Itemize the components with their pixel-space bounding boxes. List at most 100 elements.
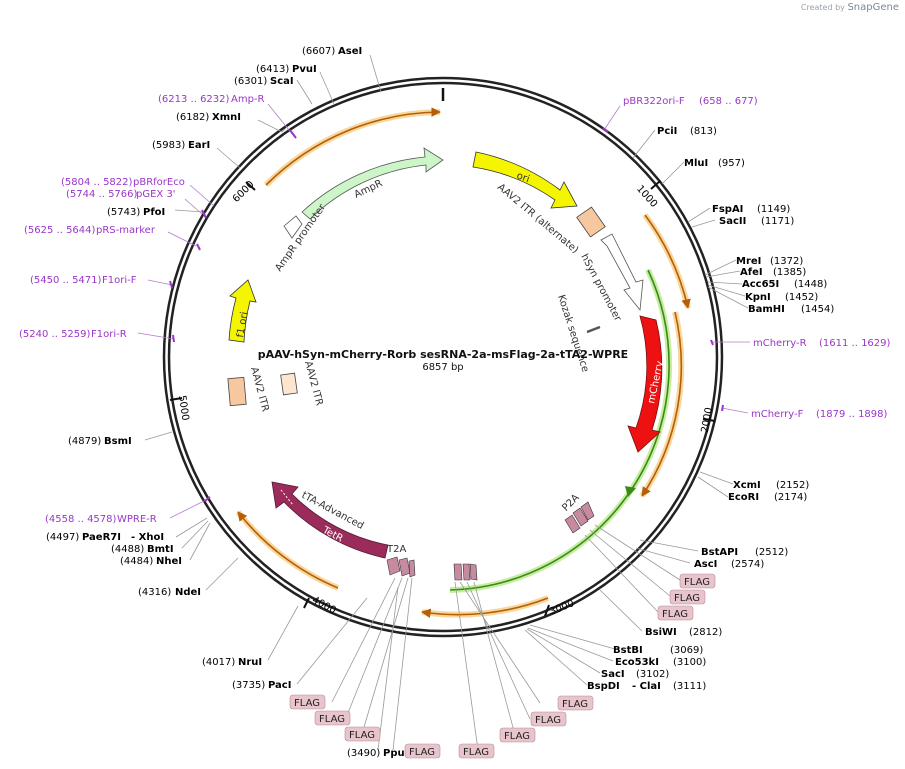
primer-name-ampr[interactable]: Amp-R — [231, 94, 265, 105]
ori-feature: ori — [472, 151, 578, 209]
flag-box[interactable]: FLAG — [499, 727, 536, 743]
site-name-scai[interactable]: ScaI — [270, 76, 294, 87]
site-name-bamhi[interactable]: BamHI — [748, 304, 785, 315]
primer-range-mcherryf: (1879 .. 1898) — [816, 409, 888, 420]
snapgene-credit: Created by SnapGene — [801, 2, 899, 13]
ampr-feature: AmpR AmpR promoter — [273, 147, 444, 274]
site-name-nhei[interactable]: NheI — [156, 556, 182, 567]
site-pos-nrui: (4017) — [202, 657, 235, 668]
backbone — [162, 76, 724, 638]
site-name-eco53ki[interactable]: Eco53kI — [615, 657, 659, 668]
primer-name-f1orif[interactable]: F1ori-F — [102, 275, 137, 286]
flag-box[interactable]: FLAG — [679, 573, 716, 589]
site-name-xmni[interactable]: XmnI — [212, 112, 241, 123]
site-pos-bsmi: (4879) — [68, 436, 101, 447]
flag-box[interactable]: FLAG — [314, 710, 351, 726]
site-name-afei[interactable]: AfeI — [740, 267, 763, 278]
site-name-asei[interactable]: AseI — [338, 46, 362, 57]
site-name-fspai[interactable]: FspAI — [712, 204, 743, 215]
f1-ori-label: f1 ori — [235, 311, 250, 339]
site-name-nrui[interactable]: NruI — [238, 657, 262, 668]
site-name-acc65i[interactable]: Acc65I — [742, 279, 779, 290]
site-name-asci[interactable]: AscI — [694, 559, 717, 570]
site-pos-afei: (1385) — [773, 267, 806, 278]
site-name-bsiwi[interactable]: BsiWI — [645, 627, 677, 638]
tetr-label: TetR — [320, 524, 345, 544]
site-name-xhoi[interactable]: - XhoI — [131, 532, 164, 543]
site-name-sacii[interactable]: SacII — [719, 216, 746, 227]
site-name-bsmi[interactable]: BsmI — [104, 436, 132, 447]
flag-label: FLAG — [504, 731, 530, 742]
snapgene-logo: SnapGene — [847, 2, 899, 13]
site-pos-bamhi: (1454) — [801, 304, 834, 315]
site-name-saci[interactable]: SacI — [601, 669, 625, 680]
primer-range-wprer: (4558 .. 4578) — [45, 514, 117, 525]
site-name-ppumi[interactable]: PpuMI — [383, 748, 418, 759]
site-leaders — [144, 54, 749, 751]
flag-box[interactable]: FLAG — [404, 743, 441, 759]
ori-label: ori — [515, 170, 531, 185]
site-name-mlui[interactable]: MluI — [684, 158, 708, 169]
tta-feature: tTA-Advanced TetR — [271, 481, 389, 559]
f1-ori-feature: f1 ori — [228, 279, 257, 343]
flag-label: FLAG — [674, 593, 700, 604]
site-name-mrei[interactable]: MreI — [736, 256, 761, 267]
site-name-eari[interactable]: EarI — [188, 140, 210, 151]
flag-box[interactable]: FLAG — [344, 726, 381, 742]
peptide-arrows: T2A P2A — [386, 492, 595, 581]
hsyn-promoter-feature: hSyn promoter — [578, 233, 644, 324]
flag-box[interactable]: FLAG — [669, 589, 706, 605]
primer-name-f1orir[interactable]: F1ori-R — [91, 329, 127, 340]
flag-box[interactable]: FLAG — [458, 743, 495, 759]
site-pos-scai: (6301) — [234, 76, 267, 87]
site-pos-xcmi: (2152) — [776, 480, 809, 491]
flag-box[interactable]: FLAG — [557, 695, 594, 711]
flag-label: FLAG — [349, 730, 375, 741]
primer-name-prsmarker[interactable]: pRS-marker — [96, 225, 156, 236]
primer-name-pgex3[interactable]: pGEX 3' — [136, 189, 176, 200]
site-name-bstbi[interactable]: BstBI — [613, 645, 643, 656]
flag-label: FLAG — [463, 747, 489, 758]
plasmid-name: pAAV-hSyn-mCherry-Rorb sesRNA-2a-msFlag-… — [258, 348, 628, 361]
site-name-paci[interactable]: PacI — [268, 680, 291, 691]
site-name-bmti[interactable]: BmtI — [147, 544, 174, 555]
primer-name-pbr322orif[interactable]: pBR322ori-F — [623, 96, 685, 107]
site-pos-pfoi: (5743) — [107, 207, 140, 218]
site-name-xcmi[interactable]: XcmI — [733, 480, 761, 491]
primer-range-ampr: (6213 .. 6232) — [158, 94, 230, 105]
flag-box[interactable]: FLAG — [289, 694, 326, 710]
site-name-bstapi[interactable]: BstAPI — [701, 547, 738, 558]
primer-name-pbrforeco[interactable]: pBRforEco — [133, 177, 185, 188]
primer-name-mcherryf[interactable]: mCherry-F — [751, 409, 804, 420]
site-name-ndei[interactable]: NdeI — [175, 587, 201, 598]
site-name-bspdi[interactable]: BspDI — [587, 681, 620, 692]
flag-box[interactable]: FLAG — [530, 711, 567, 727]
aav2-itr-right: AAV2 ITR — [280, 360, 325, 407]
primer-range-mcherryr: (1611 .. 1629) — [819, 338, 891, 349]
flag-boxes: FLAG FLAG FLAG FLAG FLAG FLAG FLAG FLAG … — [289, 573, 716, 759]
site-name-kpni[interactable]: KpnI — [745, 292, 771, 303]
site-name-paer7i[interactable]: PaeR7I — [82, 532, 121, 543]
site-pos-kpni: (1452) — [785, 292, 818, 303]
site-name-pfoi[interactable]: PfoI — [143, 207, 165, 218]
site-name-clai[interactable]: - ClaI — [632, 681, 661, 692]
site-name-pcii[interactable]: PciI — [657, 126, 677, 137]
tick-label-1000: 1000 — [634, 184, 659, 210]
site-name-pvui[interactable]: PvuI — [292, 64, 317, 75]
site-pos-pcii: (813) — [690, 126, 717, 137]
tick-label-5000: 5000 — [176, 395, 190, 422]
flag-label: FLAG — [319, 714, 345, 725]
flag-box[interactable]: FLAG — [657, 605, 694, 621]
site-pos-fspai: (1149) — [757, 204, 790, 215]
aav2-itr-left: AAV2 ITR — [227, 366, 271, 413]
site-pos-bstapi: (2512) — [755, 547, 788, 558]
aav2-itr-right-label: AAV2 ITR — [302, 360, 324, 407]
primer-name-mcherryr[interactable]: mCherry-R — [753, 338, 807, 349]
flag-label: FLAG — [294, 698, 320, 709]
site-name-ecori[interactable]: EcoRI — [728, 492, 759, 503]
primer-name-wprer[interactable]: WPRE-R — [117, 514, 157, 525]
primer-range-pgex3: (5744 .. 5766) — [66, 189, 138, 200]
site-pos-acc65i: (1448) — [794, 279, 827, 290]
site-pos-saci: (3102) — [636, 669, 669, 680]
